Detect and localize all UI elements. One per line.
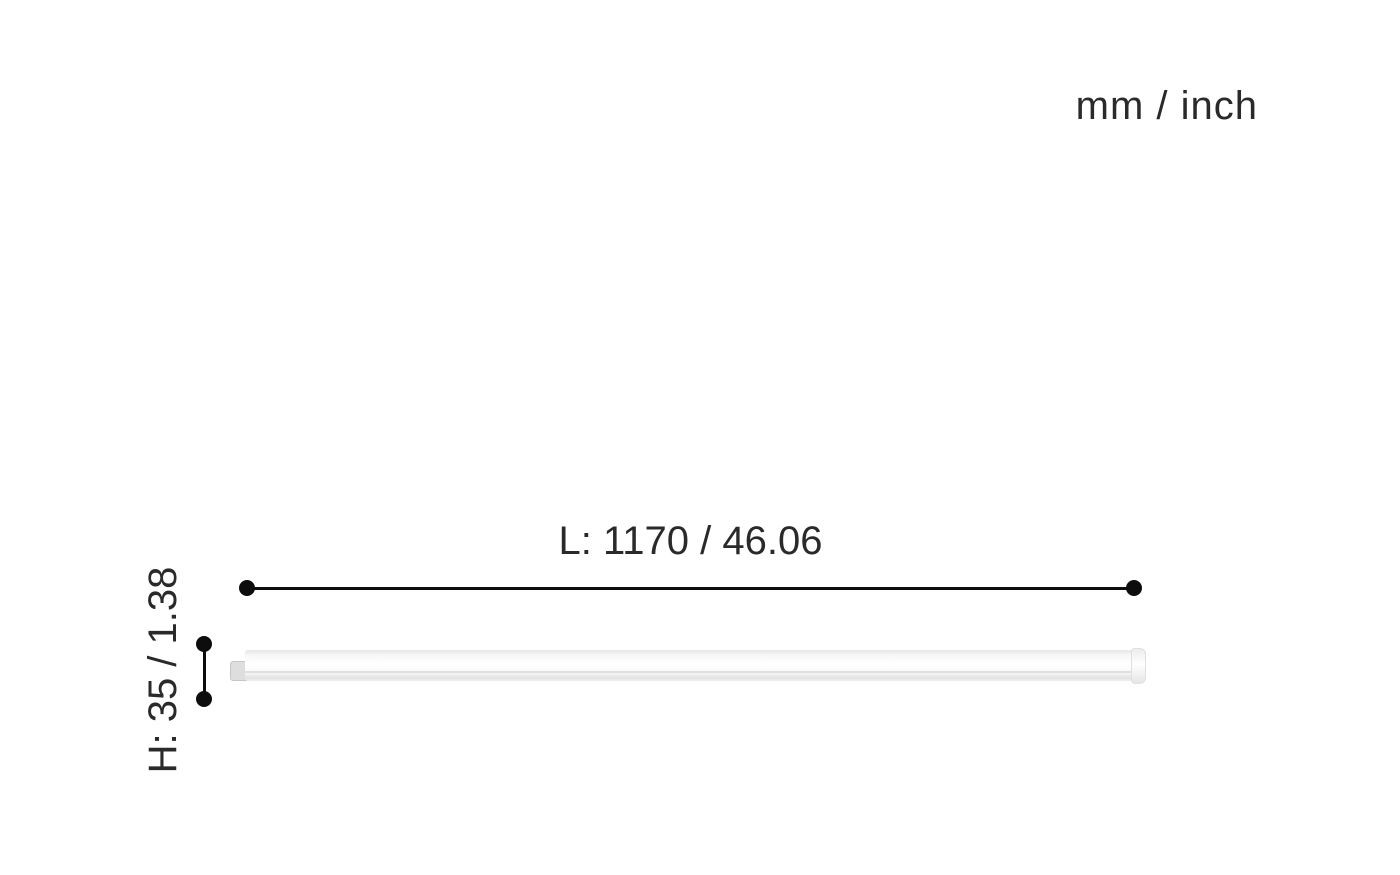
length-dimension-endpoint-left-dot [239, 580, 255, 596]
height-dimension-endpoint-top-dot [196, 636, 212, 652]
height-dimension-label: H: 35 / 1.38 [141, 566, 185, 774]
length-dimension-line [247, 587, 1134, 590]
length-dimension-label: L: 1170 / 46.06 [558, 519, 823, 563]
length-dimension-endpoint-right-dot [1126, 580, 1142, 596]
height-dimension-endpoint-bottom-dot [196, 691, 212, 707]
light-bar-fixture [245, 650, 1143, 681]
units-label: mm / inch [1075, 84, 1258, 128]
light-bar-diffuser-seam [245, 671, 1143, 673]
light-bar-end-cap [1131, 648, 1146, 684]
height-dimension-line [203, 645, 206, 699]
